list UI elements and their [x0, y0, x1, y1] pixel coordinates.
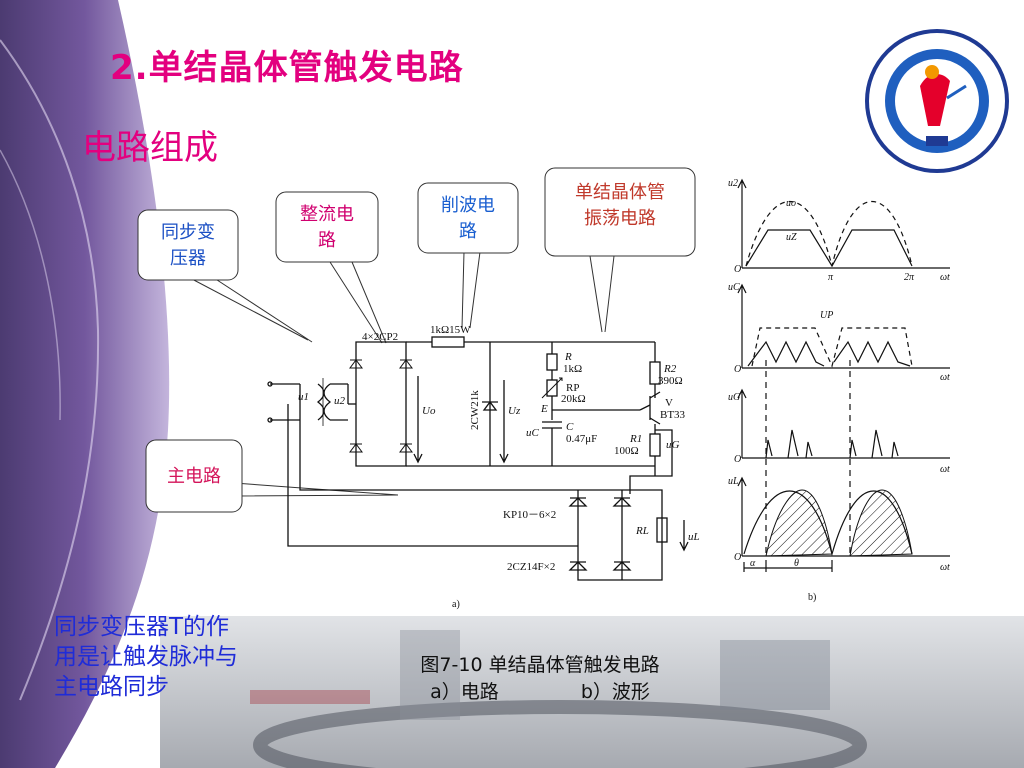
note-line-3: 主电路同步: [54, 674, 169, 700]
callout-sync-line1: 同步变: [161, 222, 215, 243]
wave4-origin: O: [734, 552, 741, 563]
v-label: V: [665, 397, 673, 409]
note-line-1: 同步变压器T的作: [54, 614, 230, 640]
callout-clipper-line1: 削波电: [441, 195, 495, 216]
wave2-peak-label: UP: [820, 310, 833, 321]
caption-line-2: a）电路 b）波形: [360, 679, 720, 706]
wave1-uo-label: uo: [786, 198, 796, 209]
callout-main-circuit: 主电路: [167, 466, 221, 487]
r1-label: R1: [629, 433, 642, 445]
section-heading: 电路组成: [82, 128, 218, 168]
wave3-origin: O: [734, 454, 741, 465]
c-label: C: [566, 421, 574, 433]
callout-clipper-line2: 路: [459, 221, 477, 242]
wave1-2pi: 2π: [904, 272, 915, 283]
left-decoration: [0, 0, 170, 768]
caption-part-b: b）波形: [580, 681, 650, 703]
e-label: E: [540, 403, 548, 415]
rl-label: RL: [635, 525, 649, 537]
wave4-theta: θ: [794, 558, 799, 569]
callout-ujt-line1: 单结晶体管: [575, 182, 665, 203]
callout-ujt-line2: 振荡电路: [584, 208, 656, 229]
school-logo: [865, 29, 1009, 173]
ul-label: uL: [688, 531, 700, 543]
wave1-x-label: ωt: [940, 272, 950, 283]
rp-label: RP: [566, 382, 579, 394]
wave2-x-label: ωt: [940, 372, 950, 383]
thyristor-label: KP10－6×2: [503, 509, 556, 521]
r2-value: 390Ω: [658, 375, 683, 387]
explanation-note: 同步变压器T的作 用是让触发脉冲与 主电路同步: [54, 612, 294, 702]
callout-rectifier-line2: 路: [318, 230, 336, 251]
u2-label: u2: [334, 395, 346, 407]
r2-label: R2: [663, 363, 677, 375]
wave4-x-label: ωt: [940, 562, 950, 573]
callouts: 同步变 压器 整流电 路 削波电 路 单结晶体管 振荡电路 主电路: [137, 167, 696, 513]
bottom-photo: [160, 616, 1024, 768]
wave1-pi: π: [828, 272, 834, 283]
callout-rectifier-line1: 整流电: [300, 204, 354, 225]
wave1-uz-label: uZ: [786, 232, 797, 243]
wave3-x-label: ωt: [940, 464, 950, 475]
wave4-alpha: α: [750, 558, 756, 569]
caption-line-1: 图7-10 单结晶体管触发电路: [420, 654, 660, 676]
bridge-label: 4×2CP2: [362, 331, 398, 343]
uz-label: Uz: [508, 405, 521, 417]
ug-label: uG: [666, 439, 680, 451]
caption-part-a: a）电路: [430, 681, 499, 703]
r1-value: 100Ω: [614, 445, 639, 457]
r-value: 1kΩ: [563, 363, 582, 375]
wave1-origin: O: [734, 264, 741, 275]
wave3-y-label: uG: [728, 392, 740, 403]
wave1-y-label: u2: [728, 178, 738, 189]
diode-label: 2CZ14F×2: [507, 561, 555, 573]
ujt-model: BT33: [660, 409, 686, 421]
u1-label: u1: [298, 391, 309, 403]
uc-label: uC: [526, 427, 540, 439]
figure-b-label: b): [808, 592, 816, 603]
r-label: R: [564, 351, 572, 363]
zener-label: 2CW21k: [469, 390, 481, 430]
page-title: 2.单结晶体管触发电路: [110, 48, 464, 88]
rp-value: 20kΩ: [561, 393, 586, 405]
uo-label: Uo: [422, 405, 436, 417]
figure-caption: 图7-10 单结晶体管触发电路 a）电路 b）波形: [360, 652, 720, 706]
note-line-2: 用是让触发脉冲与: [54, 644, 238, 670]
callout-sync-line2: 压器: [170, 248, 206, 269]
resistor-top-label: 1kΩ15W: [430, 324, 471, 336]
c-value: 0.47μF: [566, 433, 597, 445]
wave2-origin: O: [734, 364, 741, 375]
wave2-y-label: uC: [728, 282, 740, 293]
figure-a-label: a): [452, 599, 460, 610]
wave4-y-label: uL: [728, 476, 739, 487]
